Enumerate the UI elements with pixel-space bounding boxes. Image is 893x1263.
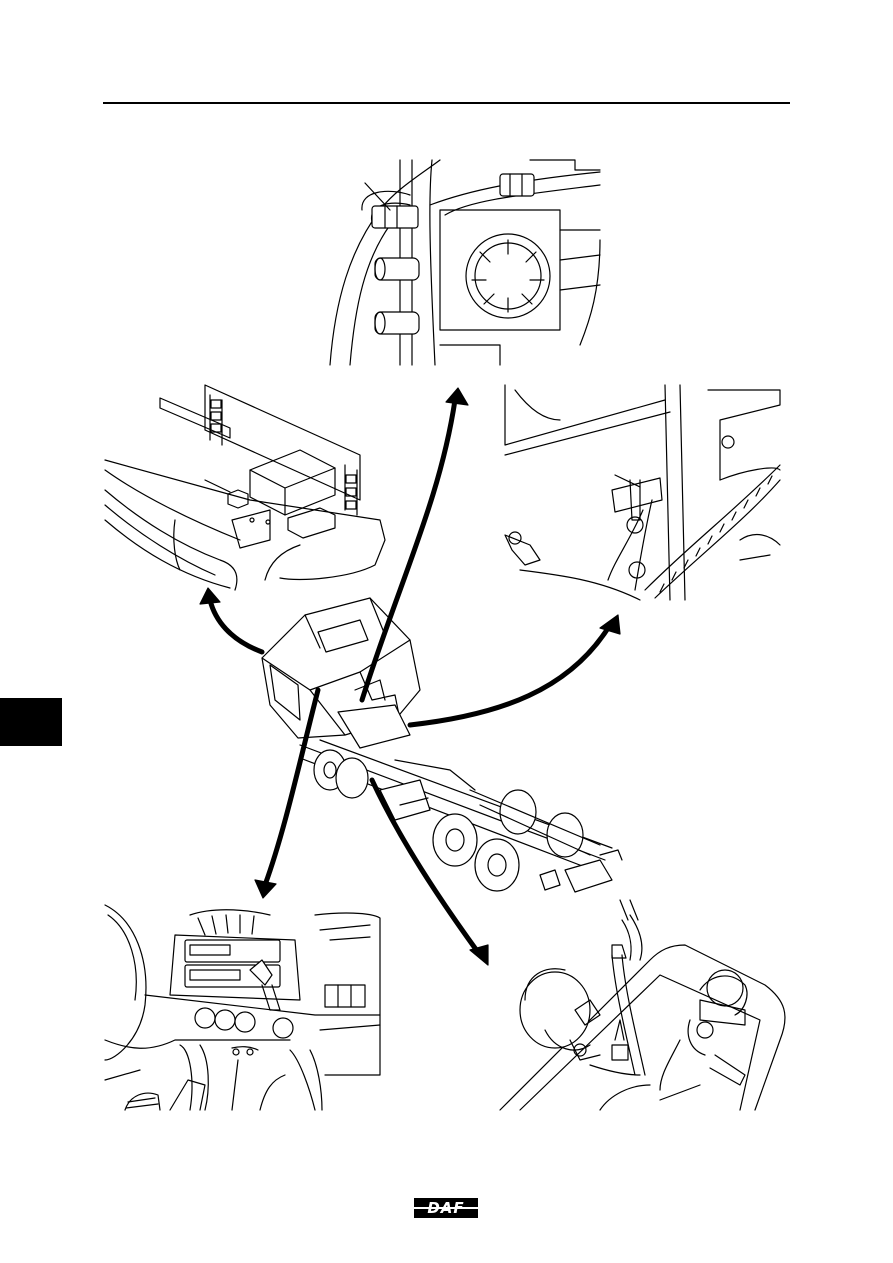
panel-top-hoses — [330, 160, 600, 365]
pointer-arrows — [200, 388, 620, 965]
section-tab — [0, 698, 62, 746]
panel-lower-left-dashboard — [105, 905, 380, 1110]
center-truck-tilted-cab — [262, 598, 622, 892]
panel-lower-right-reservoir — [500, 900, 785, 1110]
daf-logo: DAF — [414, 1198, 478, 1218]
header-rule — [103, 102, 790, 104]
panel-upper-left-ecu — [105, 385, 385, 590]
logo-stripe — [414, 1207, 478, 1209]
panel-upper-right-frame — [505, 385, 780, 600]
